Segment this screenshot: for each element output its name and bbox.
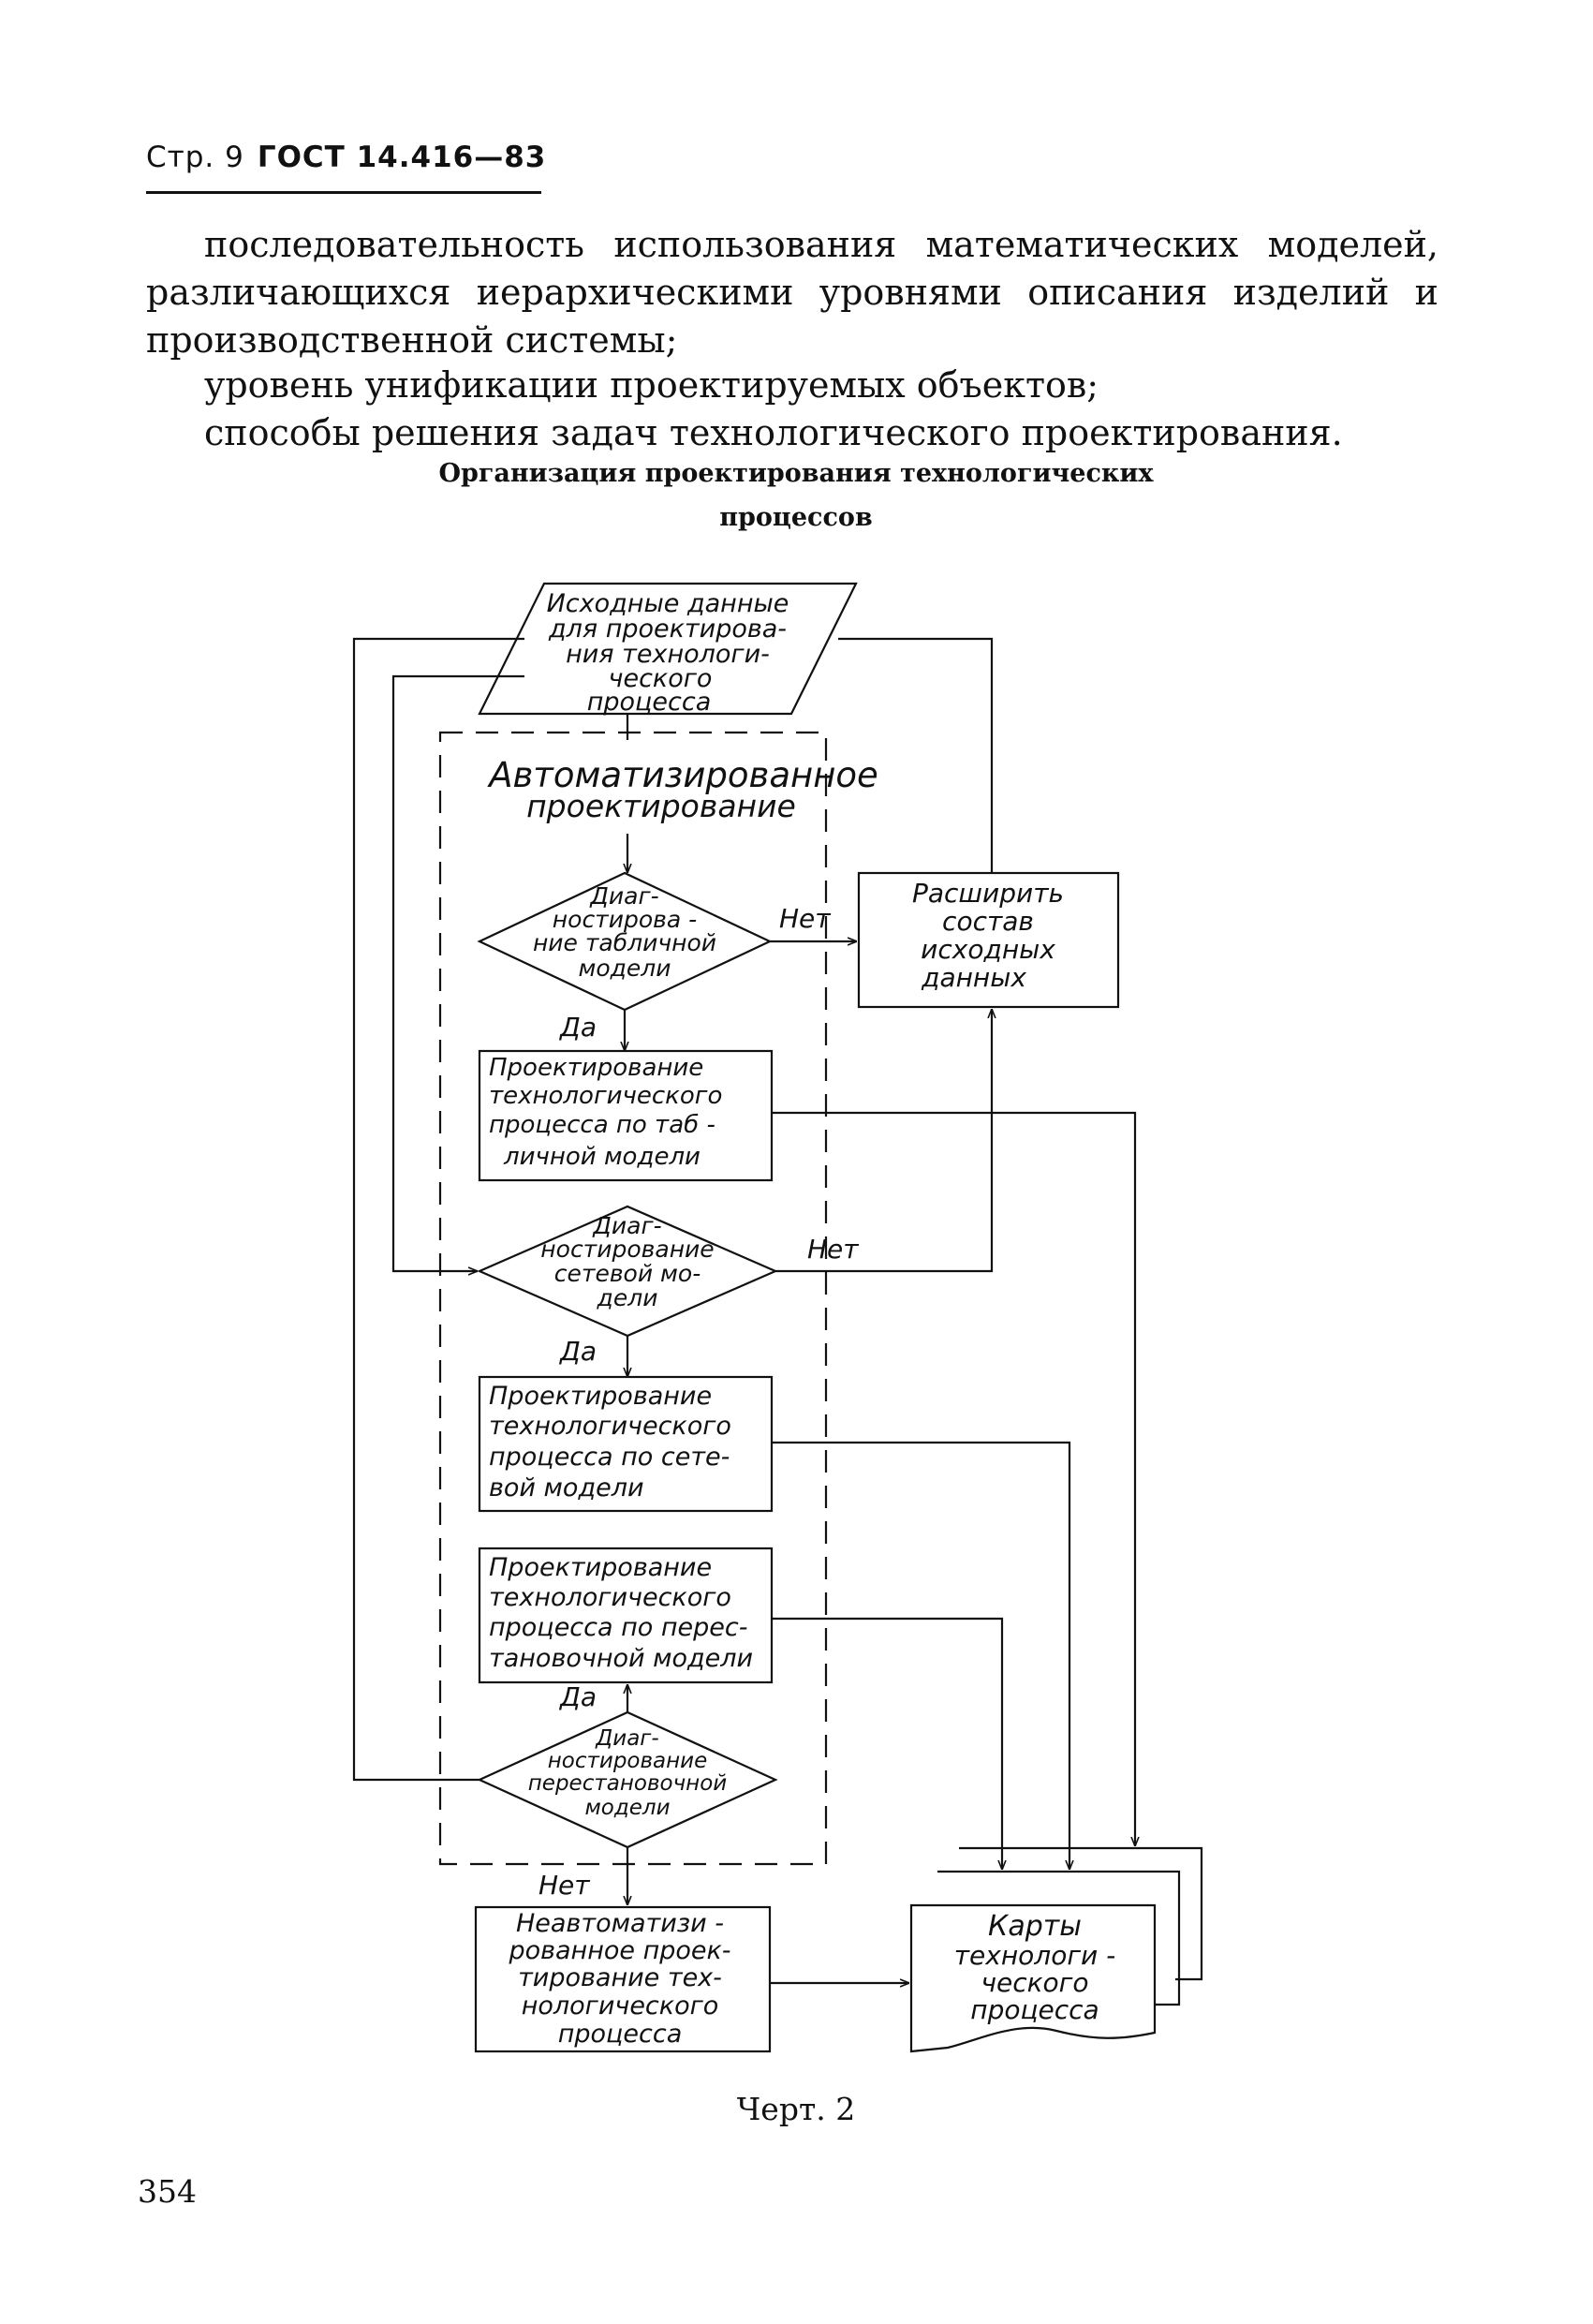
- diag-table-line-3: ние табличной: [533, 929, 716, 956]
- design-perm-box: [478, 1547, 774, 1684]
- diag-network-line-3: сетевой мо-: [554, 1260, 701, 1287]
- diag-table-line-1: Диаг-: [589, 882, 658, 910]
- cards-back-sheet: [959, 1846, 1203, 1981]
- diag-perm-diamond: [477, 1710, 778, 1849]
- design-table-line-3: процесса по таб -: [489, 1111, 715, 1139]
- design-table-line-2: технологического: [489, 1082, 722, 1110]
- yes-label-network: Да: [558, 1336, 597, 1367]
- input-data-line-3: ния технологи-: [566, 640, 770, 669]
- expand-data-line-4: данных: [921, 962, 1026, 993]
- diag-perm-line-1: Диаг-: [595, 1726, 658, 1751]
- no-label-table: Нет: [779, 903, 831, 934]
- manual-design-line-3: тирование тех-: [518, 1963, 722, 1992]
- manual-design-line-4: нологического: [522, 1991, 719, 2021]
- cards-line-3: ческого: [981, 1967, 1088, 1998]
- body-line-2: различающихся иерархическими уровнями оп…: [146, 272, 1438, 313]
- manual-design-line-2: рованное проек-: [508, 1936, 730, 1965]
- expand-data-line-1: Расширить: [912, 878, 1064, 909]
- body-line-3: производственной системы;: [146, 319, 678, 361]
- design-perm-line-1: Проектирование: [489, 1553, 712, 1582]
- cards-line-4: процесса: [970, 1994, 1099, 2025]
- design-network-line-1: Проектирование: [489, 1382, 712, 1411]
- page-number: 354: [138, 2173, 197, 2210]
- automated-label-line-1: Автоматизированное: [487, 755, 878, 795]
- no-label-perm: Нет: [538, 1870, 590, 1901]
- design-perm-line-4: тановочной модели: [489, 1644, 753, 1673]
- figure-title-line-1: Организация проектирования технологическ…: [438, 459, 1154, 488]
- design-table-line-4: личной модели: [503, 1143, 701, 1171]
- input-data-line-1: Исходные данные: [547, 589, 789, 618]
- design-table-line-1: Проектирование: [489, 1054, 703, 1082]
- cards-middle-sheet: [937, 1870, 1181, 2006]
- no-label-network: Нет: [807, 1234, 859, 1265]
- cards-line-2: технологи -: [954, 1940, 1115, 1971]
- design-perm-line-2: технологического: [489, 1583, 731, 1612]
- design-perm-line-3: процесса по перес-: [489, 1613, 747, 1642]
- header-rule: [146, 191, 541, 194]
- design-network-line-2: технологического: [489, 1412, 731, 1441]
- input-data-shape: [478, 582, 858, 716]
- expand-data-box: [857, 871, 1120, 1009]
- body-line-5: способы решения задач технологического п…: [204, 412, 1343, 453]
- diag-network-line-1: Диаг-: [592, 1212, 661, 1239]
- design-network-line-3: процесса по сете-: [489, 1443, 730, 1472]
- diag-table-line-4: модели: [578, 955, 671, 982]
- diag-perm-line-2: ностирование: [548, 1749, 708, 1773]
- body-line-1: последовательность использования математ…: [204, 224, 1438, 265]
- input-data-line-5: процесса: [587, 688, 712, 717]
- diag-table-line-2: ностирова -: [553, 906, 697, 933]
- page-header: Стр. 9 ГОСТ 14.416—83: [146, 141, 546, 174]
- cards-line-1: Карты: [988, 1910, 1082, 1943]
- page-label: Стр. 9: [146, 141, 244, 174]
- diag-perm-line-3: перестановочной: [528, 1771, 728, 1796]
- body-line-4: уровень унификации проектируемых объекто…: [204, 364, 1099, 406]
- design-network-box: [478, 1375, 774, 1513]
- input-data-line-2: для проектирова-: [548, 614, 787, 644]
- design-network-line-4: вой модели: [489, 1473, 644, 1502]
- input-data-line-4: ческого: [609, 664, 713, 693]
- yes-label-table: Да: [558, 1012, 597, 1043]
- manual-design-line-1: Неавтоматизи -: [516, 1909, 724, 1938]
- diag-network-line-4: дели: [597, 1284, 658, 1311]
- automated-label-line-2: проектирование: [526, 788, 796, 824]
- yes-label-perm: Да: [558, 1681, 597, 1712]
- diag-network-line-2: ностирование: [540, 1236, 714, 1263]
- manual-design-line-5: процесса: [558, 2020, 683, 2049]
- cards-front-sheet: [909, 1903, 1157, 2053]
- manual-design-box: [474, 1905, 772, 2053]
- figure-title-line-2: процессов: [719, 503, 873, 532]
- figure-label: Черт. 2: [736, 2091, 856, 2127]
- diag-perm-line-4: модели: [584, 1796, 670, 1820]
- standard-number: ГОСТ 14.416—83: [257, 141, 547, 174]
- expand-data-line-3: исходных: [921, 934, 1055, 965]
- automated-design-boundary: [438, 731, 828, 1866]
- expand-data-line-2: состав: [942, 906, 1034, 937]
